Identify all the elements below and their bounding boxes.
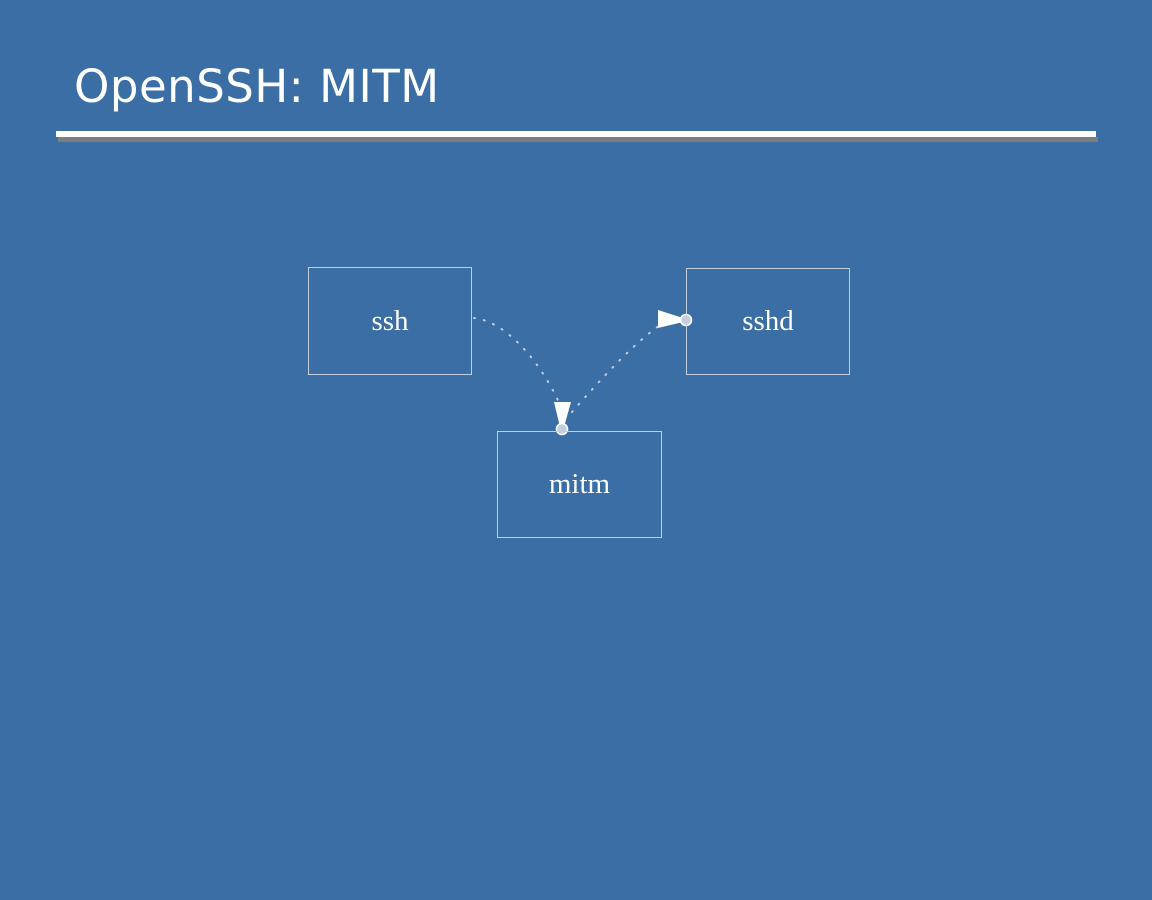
node-ssh-label: ssh [371, 304, 409, 337]
node-mitm-label: mitm [548, 468, 611, 500]
node-ssh[interactable]: ssh [308, 267, 472, 375]
edge-mitm-to-sshd [571, 319, 669, 413]
node-mitm[interactable]: mitm [497, 431, 662, 538]
title-rule [56, 131, 1096, 137]
node-sshd[interactable]: sshd [686, 268, 850, 375]
title-rule-shadow [58, 137, 1098, 142]
arrowhead-into-mitm [554, 402, 571, 427]
edge-ssh-to-mitm [473, 317, 561, 406]
page-title: OpenSSH: MITM [74, 60, 440, 113]
arrowhead-into-sshd [658, 310, 683, 328]
node-sshd-label: sshd [742, 305, 794, 337]
